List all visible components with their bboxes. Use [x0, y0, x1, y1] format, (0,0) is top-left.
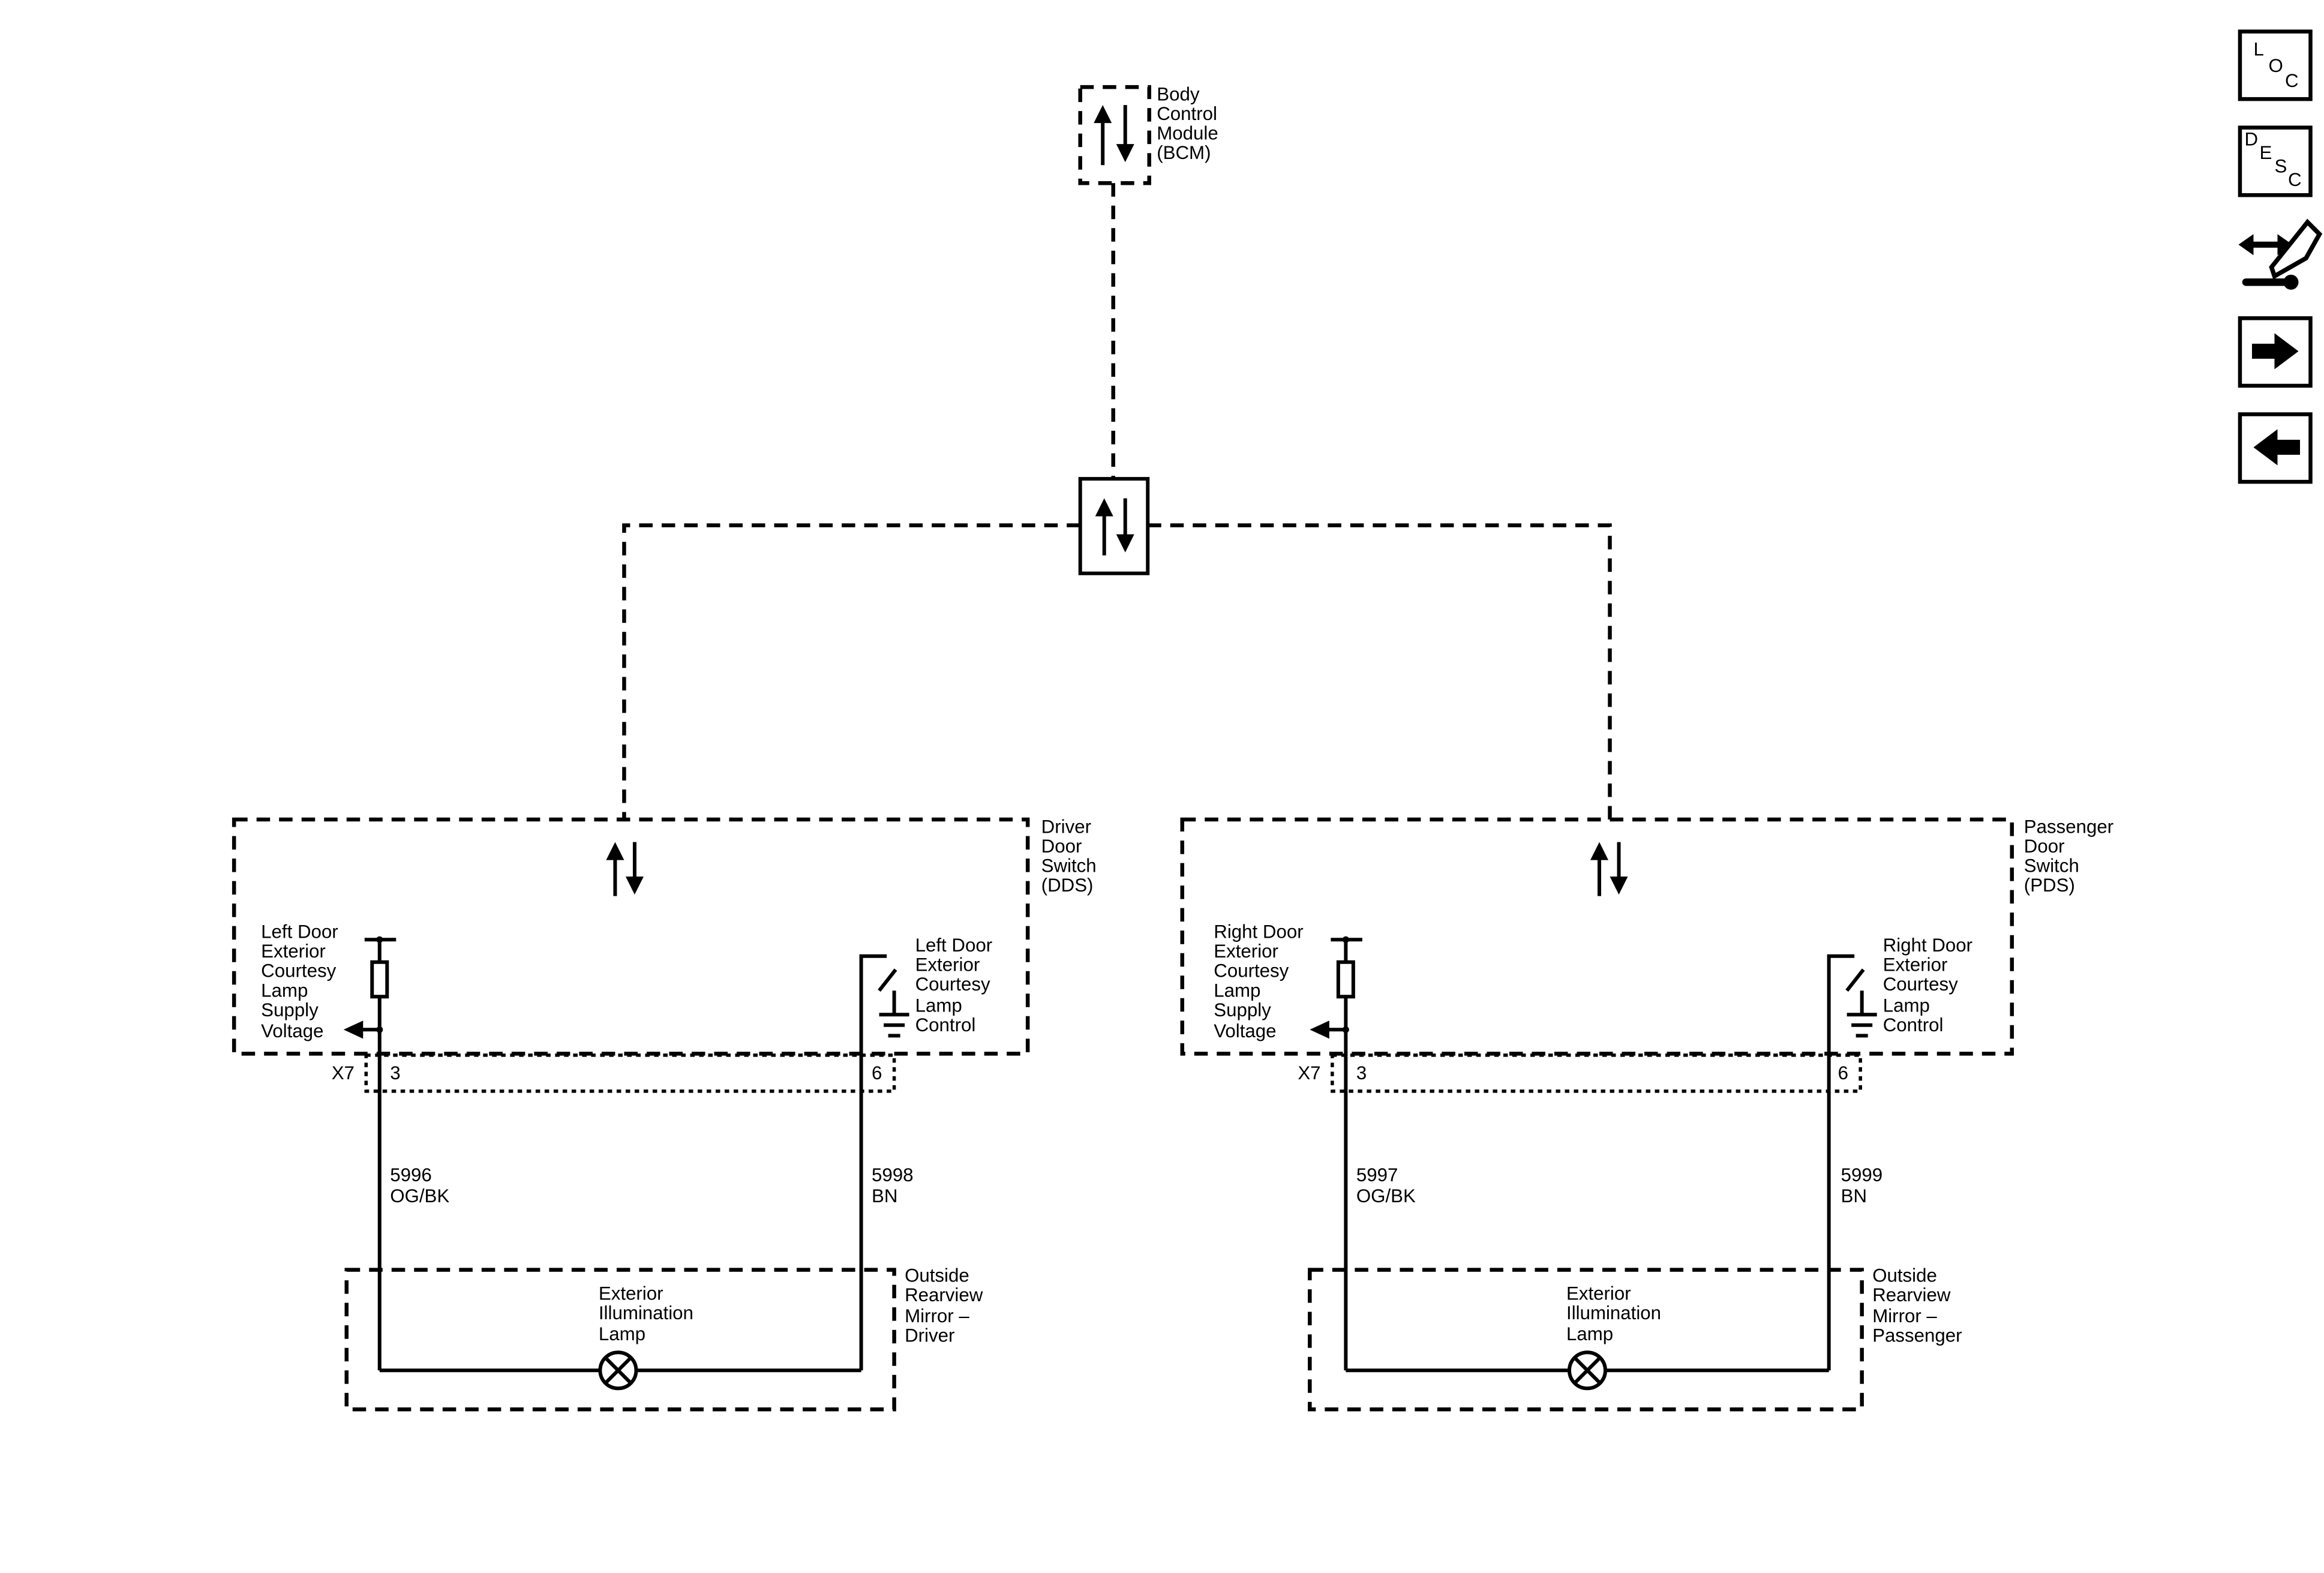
- lamp-icon: [1568, 1350, 1608, 1391]
- right-connector-name: X7: [1298, 1062, 1320, 1083]
- location-icon: L O C: [2253, 39, 2298, 92]
- left-connector-name: X7: [332, 1062, 355, 1083]
- serial-data-arrows-icon: [1095, 498, 1134, 556]
- passenger-mirror-label: Outside Rearview Mirror – Passenger: [1872, 1265, 1962, 1346]
- right-supply-label: Right Door Exterior Courtesy Lamp Supply…: [1214, 921, 1308, 1041]
- right-control-wire-label: 5999 BN: [1841, 1164, 1888, 1206]
- lamp-icon: [598, 1350, 638, 1391]
- arrow-left-icon: [2253, 429, 2300, 466]
- serial-data-splice[interactable]: [1078, 477, 1150, 575]
- diagnostic-icon: [2238, 218, 2323, 290]
- description-button[interactable]: D E S C: [2238, 125, 2313, 197]
- svg-text:S: S: [2274, 156, 2287, 177]
- arrow-right-icon: [2251, 333, 2299, 370]
- left-pin-control: 6: [872, 1062, 882, 1083]
- bcm-label: Body Control Module (BCM): [1157, 84, 1223, 164]
- description-icon: D E S C: [2244, 129, 2301, 191]
- left-control-label: Left Door Exterior Courtesy Lamp Control: [915, 935, 998, 1035]
- svg-text:E: E: [2259, 142, 2272, 163]
- pds-label: Passenger Door Switch (PDS): [2024, 816, 2119, 896]
- driver-mirror-module[interactable]: [344, 1268, 896, 1412]
- serial-data-arrows-icon: [1590, 842, 1628, 896]
- right-pin-supply: 3: [1356, 1062, 1367, 1083]
- serial-data-arrows-icon: [1094, 105, 1134, 166]
- diagnostic-button[interactable]: [2235, 213, 2323, 298]
- driver-door-switch[interactable]: [232, 817, 1030, 1056]
- left-supply-fuse: [343, 936, 397, 1039]
- left-supply-wire-label: 5996 OG/BK: [390, 1164, 449, 1206]
- serial-data-arrows-icon: [606, 842, 644, 896]
- svg-text:C: C: [2285, 70, 2299, 91]
- bcm-module[interactable]: [1078, 85, 1151, 185]
- previous-button[interactable]: [2238, 412, 2313, 484]
- svg-text:L: L: [2253, 39, 2263, 60]
- left-control-wire-label: 5998 BN: [872, 1164, 918, 1206]
- left-supply-label: Left Door Exterior Courtesy Lamp Supply …: [261, 921, 343, 1041]
- location-button[interactable]: L O C: [2238, 29, 2313, 101]
- left-pin-supply: 3: [390, 1062, 400, 1083]
- left-connector-x7: [364, 1053, 896, 1093]
- right-supply-wire-label: 5997 OG/BK: [1356, 1164, 1416, 1206]
- right-supply-fuse: [1310, 936, 1362, 1039]
- right-control-label: Right Door Exterior Courtesy Lamp Contro…: [1883, 935, 1978, 1035]
- left-control-switch: [859, 954, 909, 1051]
- serial-data-line-right: [1148, 523, 1612, 820]
- right-control-switch: [1827, 954, 1877, 1051]
- driver-mirror-label: Outside Rearview Mirror – Driver: [905, 1265, 988, 1346]
- passenger-mirror-module[interactable]: [1308, 1268, 1864, 1412]
- right-connector-x7: [1331, 1053, 1862, 1093]
- next-button[interactable]: [2238, 316, 2313, 388]
- serial-data-line-left: [622, 523, 1080, 820]
- right-pin-control: 6: [1838, 1062, 1848, 1083]
- dds-label: Driver Door Switch (DDS): [1041, 816, 1102, 896]
- svg-text:D: D: [2244, 129, 2258, 150]
- passenger-door-switch[interactable]: [1180, 817, 2014, 1056]
- right-lamp-label: Exterior Illumination Lamp: [1566, 1283, 1667, 1345]
- left-lamp-label: Exterior Illumination Lamp: [599, 1283, 699, 1345]
- svg-text:C: C: [2288, 169, 2302, 190]
- svg-text:O: O: [2268, 55, 2283, 76]
